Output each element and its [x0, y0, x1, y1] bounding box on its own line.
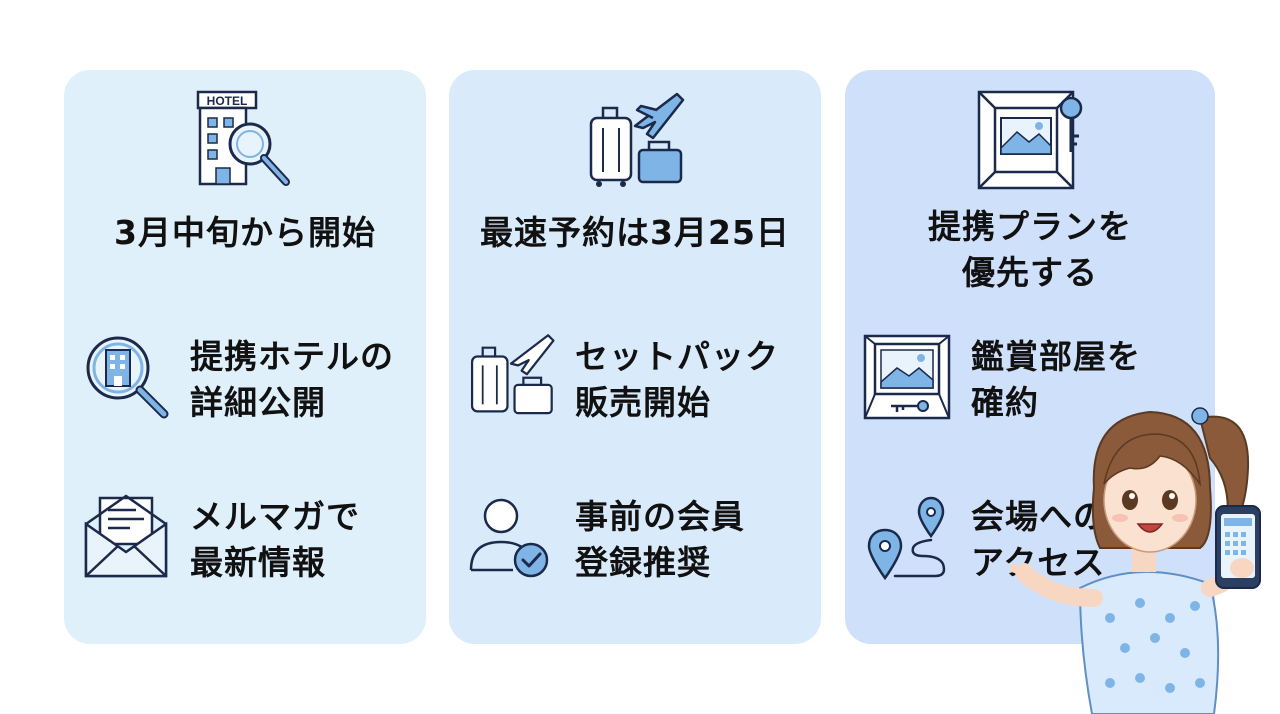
building-magnifier-icon — [78, 326, 174, 426]
picture-frame-key-icon — [859, 326, 955, 426]
info-item-line: 確約 — [971, 383, 1039, 422]
info-item-text: 事前の会員 登録推奨 — [575, 494, 811, 586]
info-item-line: 提携ホテルの — [190, 337, 394, 376]
info-item-hotel-details: 提携ホテルの 詳細公開 — [78, 326, 416, 426]
info-item-text: 鑑賞部屋を 確約 — [971, 334, 1205, 426]
info-card-reservation: 最速予約は3月25日 セットパック 販売開始 — [449, 70, 821, 644]
info-card-schedule: HOTEL 3月中旬から開始 — [64, 70, 426, 644]
card-title: 3月中旬から開始 — [64, 210, 426, 256]
info-item-viewing-room: 鑑賞部屋を 確約 — [859, 326, 1205, 426]
card-title-line: 3月中旬から開始 — [114, 213, 376, 252]
info-item-line: 会場への — [971, 497, 1107, 536]
route-pin-icon — [859, 486, 955, 586]
info-item-package-sale: セットパック 販売開始 — [463, 326, 811, 426]
info-item-line: 詳細公開 — [190, 383, 326, 422]
info-item-line: 事前の会員 — [575, 497, 745, 536]
info-item-text: セットパック 販売開始 — [575, 334, 811, 426]
card-title: 最速予約は3月25日 — [449, 210, 821, 256]
info-item-newsletter: メルマガで 最新情報 — [78, 486, 416, 586]
info-item-line: 販売開始 — [575, 383, 711, 422]
info-item-line: 鑑賞部屋を — [971, 337, 1141, 376]
card-title-line: 優先する — [962, 253, 1098, 292]
info-item-line: メルマガで — [190, 497, 360, 536]
info-item-text: 提携ホテルの 詳細公開 — [190, 334, 416, 426]
card-title: 提携プランを 優先する — [845, 204, 1215, 296]
mail-envelope-icon — [78, 486, 174, 586]
info-item-line: 登録推奨 — [575, 543, 711, 582]
info-item-venue-access: 会場への アクセス — [859, 486, 1205, 586]
card-title-line: 提携プランを — [928, 207, 1132, 246]
info-item-text: メルマガで 最新情報 — [190, 494, 416, 586]
hotel-search-icon: HOTEL — [64, 88, 426, 192]
hotel-sign-text: HOTEL — [207, 94, 248, 108]
luggage-plane-icon — [463, 326, 559, 426]
card-title-line: 最速予約は3月25日 — [480, 213, 790, 252]
luggage-plane-icon — [449, 88, 821, 192]
info-item-member-registration: 事前の会員 登録推奨 — [463, 486, 811, 586]
guide-character-illustration — [1008, 398, 1280, 714]
user-check-icon — [463, 486, 559, 586]
info-item-text: 会場への アクセス — [971, 494, 1205, 586]
room-key-icon — [845, 88, 1215, 192]
info-item-line: セットパック — [575, 337, 779, 376]
info-item-line: 最新情報 — [190, 543, 326, 582]
